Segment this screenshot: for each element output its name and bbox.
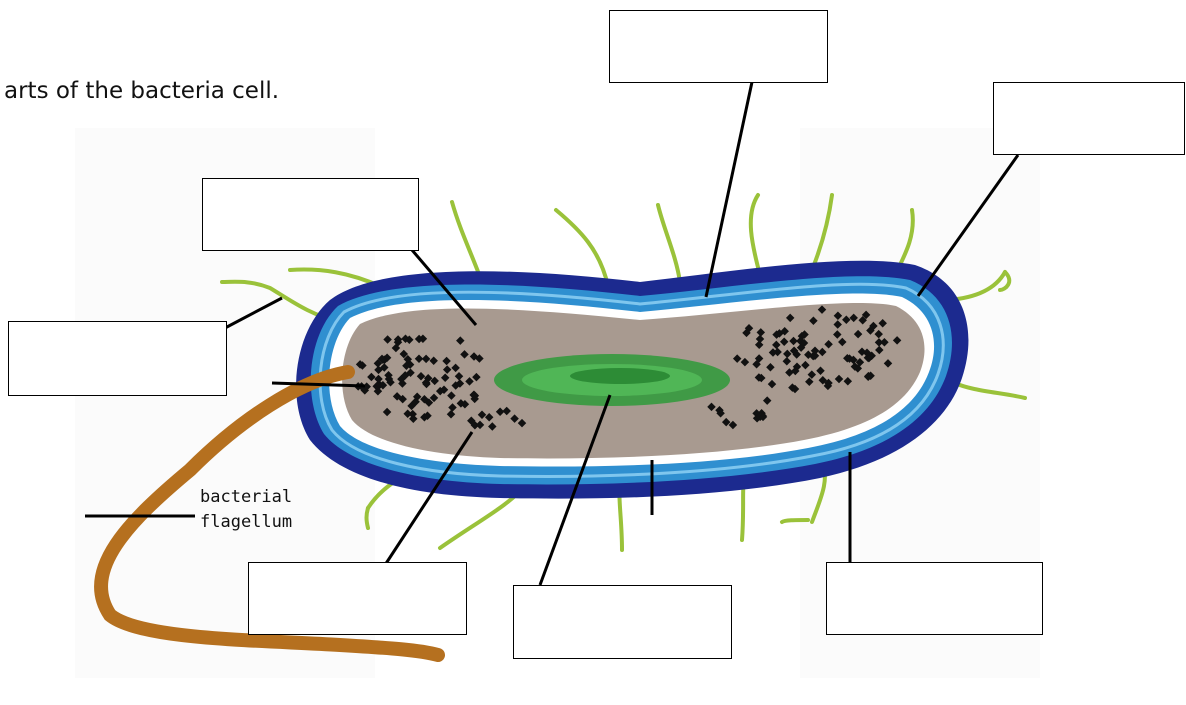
label-box-capsule[interactable] <box>993 82 1185 155</box>
flagellum-label-line2: flagellum <box>200 512 292 532</box>
nucleoid <box>494 354 730 406</box>
label-box-ribosomes[interactable] <box>248 562 467 635</box>
label-box-cytoplasm[interactable] <box>202 178 419 251</box>
label-box-nucleoid[interactable] <box>513 585 732 659</box>
label-box-pili[interactable] <box>8 321 227 396</box>
flagellum-label-line1: bacterial <box>200 487 292 507</box>
label-box-cell-wall[interactable] <box>826 562 1043 635</box>
label-box-cell-membrane[interactable] <box>609 10 828 83</box>
